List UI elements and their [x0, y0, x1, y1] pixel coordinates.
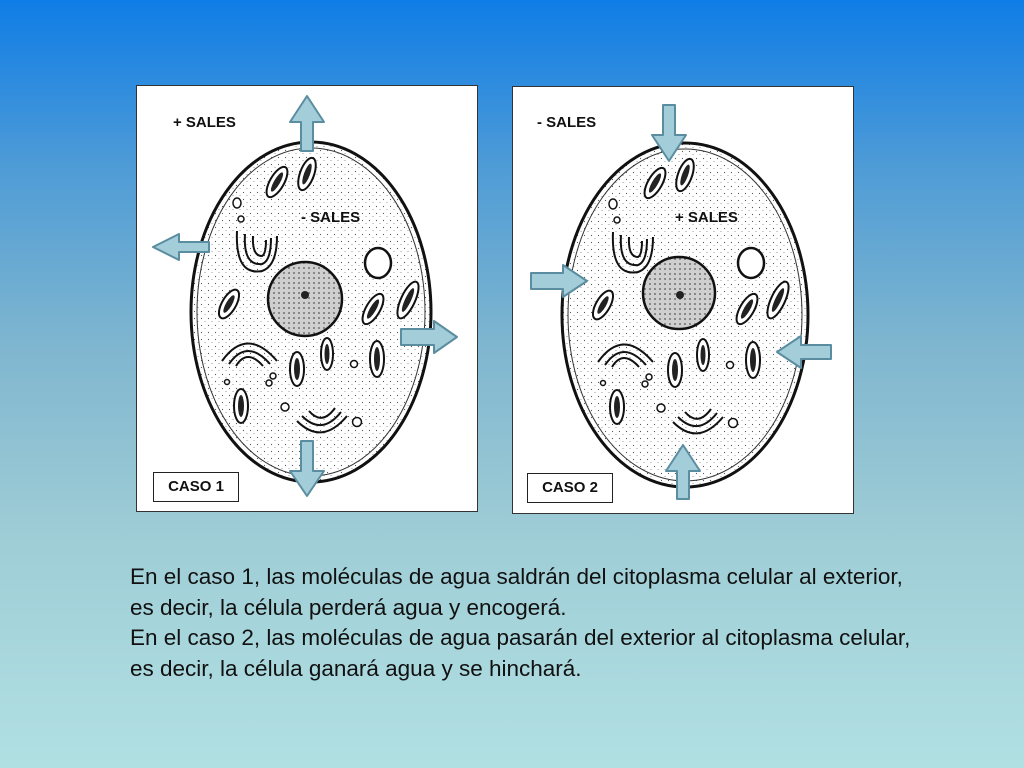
water-arrows-outward [152, 95, 458, 497]
arrow-right [530, 264, 588, 298]
arrow-down [289, 440, 325, 497]
case-label-box: CASO 2 [527, 473, 613, 503]
cell-diagram-case-1: + SALES - SALES CASO 1 [136, 85, 478, 512]
arrow-down [651, 104, 687, 162]
golgi-apparatus [221, 230, 348, 434]
water-arrows-inward [530, 104, 832, 500]
inside-salt-label: - SALES [301, 209, 361, 226]
arrow-right [400, 320, 458, 354]
case-label-box: CASO 1 [153, 472, 239, 502]
cell-illustration [530, 104, 832, 500]
cell-illustration [152, 95, 458, 497]
case-2-explanation: En el caso 2, las moléculas de agua pasa… [130, 625, 911, 681]
case-1-explanation: En el caso 1, las moléculas de agua sald… [130, 564, 903, 620]
golgi-apparatus [597, 231, 724, 435]
vacuole [736, 246, 766, 280]
arrow-up [665, 444, 701, 500]
outside-salt-label: - SALES [537, 114, 597, 131]
cell-diagram-case-2: - SALES + SALES CASO 2 [512, 86, 854, 514]
arrow-left [152, 233, 210, 261]
vacuole [363, 246, 393, 280]
arrow-up [289, 95, 325, 152]
inside-salt-label: + SALES [675, 209, 738, 226]
arrow-left [776, 335, 832, 369]
outside-salt-label: + SALES [173, 114, 236, 131]
explanation-text: En el caso 1, las moléculas de agua sald… [130, 562, 930, 684]
